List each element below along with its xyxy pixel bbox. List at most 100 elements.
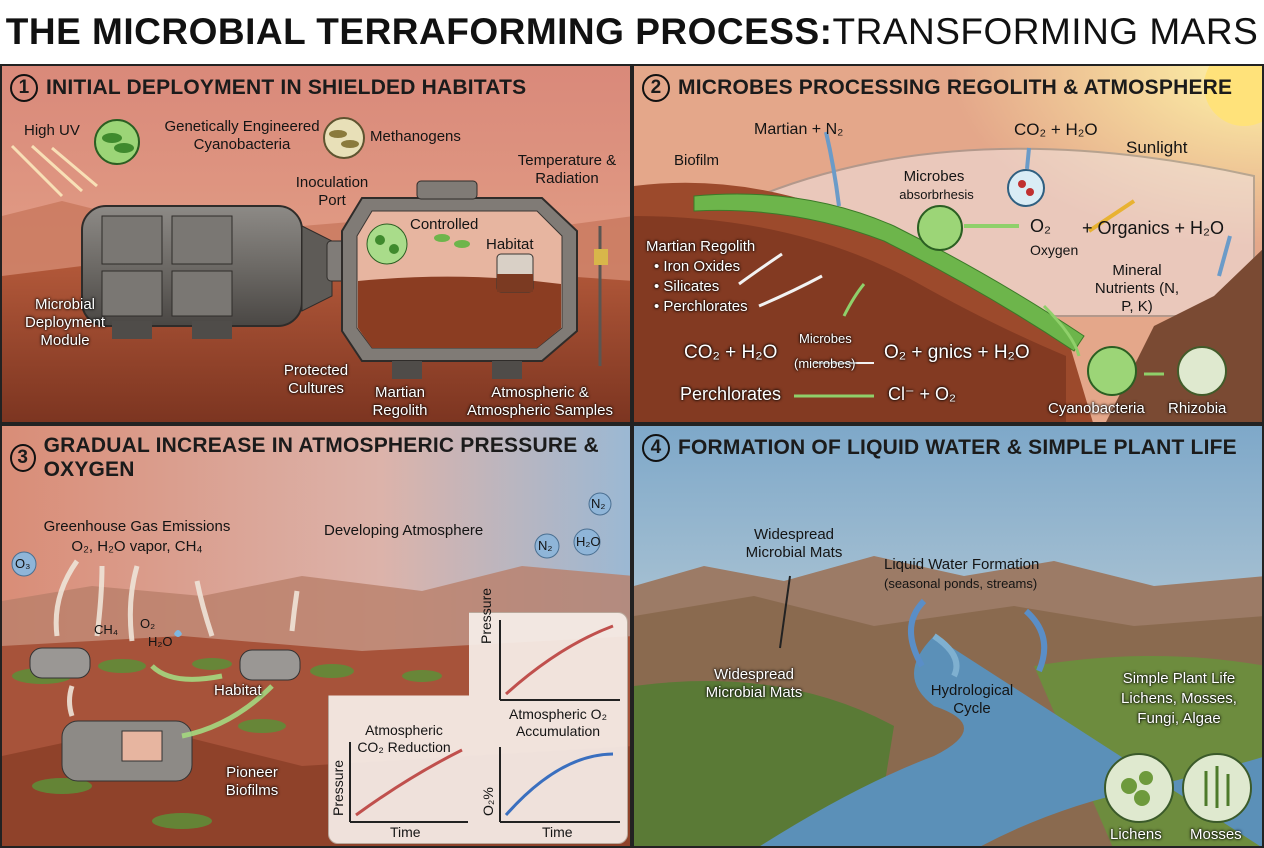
water-drop-icon bbox=[174, 630, 182, 637]
microbe-icon bbox=[917, 205, 963, 251]
panel1-number: 1 bbox=[10, 74, 38, 102]
high-uv-label: High UV bbox=[24, 122, 80, 139]
panel2-title: MICROBES PROCESSING REGOLITH & ATMOSPHER… bbox=[678, 76, 1233, 99]
equation1-bottom: (microbes) bbox=[794, 356, 856, 371]
charts-svg bbox=[349, 620, 620, 823]
rhizobia-circle-icon bbox=[1177, 346, 1227, 396]
panel2-heading: 2 MICROBES PROCESSING REGOLITH & ATMOSPH… bbox=[642, 74, 1232, 102]
panel2-number: 2 bbox=[642, 74, 670, 102]
cycle-arrow-right bbox=[1023, 608, 1048, 673]
methanogens-label: Methanogens bbox=[370, 128, 461, 145]
greenhouse-gases-label: O₂, H₂O vapor, CH₄ bbox=[71, 538, 203, 555]
main-title: THE MICROBIAL TERRAFORMING PROCESS: TRAN… bbox=[0, 0, 1264, 64]
o2-chart-xlabel: Time bbox=[542, 824, 573, 840]
o2-chart-ylabel: O₂% bbox=[480, 787, 496, 816]
co2-chart bbox=[349, 742, 468, 823]
co2-chart-xlabel: Time bbox=[390, 824, 421, 840]
oxygen-label: Oxygen bbox=[1030, 242, 1079, 258]
h2o-label: H₂O bbox=[148, 634, 173, 649]
pioneer-biofilms-label: Pioneer Biofilms bbox=[225, 764, 279, 799]
pressure-chart-ylabel: Pressure bbox=[478, 587, 494, 644]
microbial-mats-top-label: Widespread Microbial Mats bbox=[745, 526, 843, 561]
uv-rays bbox=[10, 144, 98, 198]
atmospheric-samples-label: Atmospheric & Atmospheric Samples bbox=[467, 384, 613, 419]
o2-label: O₂ bbox=[140, 616, 156, 631]
regolith-item-perchlorates: • Perchlorates bbox=[654, 298, 748, 315]
organics-label: + Organics + H₂O bbox=[1082, 218, 1225, 238]
temperature-label: Temperature & Radiation bbox=[517, 152, 617, 187]
hydrological-cycle-label: Hydrological Cycle bbox=[930, 682, 1014, 717]
bubble-n2-b-label: N₂ bbox=[591, 496, 606, 511]
microbe-cluster bbox=[366, 223, 470, 265]
water-formation-sub-label: (seasonal ponds, streams) bbox=[884, 576, 1038, 591]
panel-processing-regolith: 2 MICROBES PROCESSING REGOLITH & ATMOSPH… bbox=[632, 64, 1264, 424]
panel1-title: INITIAL DEPLOYMENT IN SHIELDED HABITATS bbox=[46, 76, 527, 99]
co2-series-line bbox=[355, 748, 463, 817]
co2-molecule-icon bbox=[1007, 169, 1045, 207]
panel3-title: GRADUAL INCREASE IN ATMOSPHERIC PRESSURE… bbox=[43, 434, 599, 481]
equation2-left: Perchlorates bbox=[680, 384, 782, 404]
controlled-label: Controlled bbox=[410, 216, 479, 233]
protected-cultures-label: Protected Cultures bbox=[283, 362, 349, 397]
equation1-left: CO₂ + H₂O bbox=[684, 342, 778, 363]
habitat-label: Habitat bbox=[486, 236, 534, 253]
biofilm-layer bbox=[693, 193, 1085, 352]
panel-atmospheric-increase: 3 GRADUAL INCREASE IN ATMOSPHERIC PRESSU… bbox=[0, 424, 632, 848]
bubble-h2o-label: H₂O bbox=[576, 534, 601, 549]
co2-h2o-label: CO₂ + H₂O bbox=[1014, 120, 1098, 139]
simple-plant-life-label: Simple Plant Life bbox=[1122, 670, 1236, 687]
bubble-n2-a-label: N₂ bbox=[538, 538, 553, 553]
pressure-series-line bbox=[504, 624, 614, 696]
equation1-right: O₂ + gnics + H₂O bbox=[884, 342, 1030, 363]
mineral-nutrients-label: Mineral Nutrients (N, P, K) bbox=[1094, 262, 1180, 315]
o2-chart-title: Atmospheric O₂ Accumulation bbox=[508, 706, 608, 739]
water-formation-label: Liquid Water Formation bbox=[884, 556, 1040, 573]
title-normal: TRANSFORMING MARS bbox=[832, 11, 1259, 52]
panel1-illustration bbox=[2, 66, 630, 422]
panel2-illustration bbox=[634, 66, 1262, 422]
greenhouse-label: Greenhouse Gas Emissions bbox=[43, 518, 231, 535]
microbial-mats-mid-label: Widespread Microbial Mats bbox=[705, 666, 803, 701]
cyanobacteria-circle-icon bbox=[1087, 346, 1137, 396]
deployment-module-label: Microbial Deployment Module bbox=[24, 296, 106, 349]
co2-chart-ylabel: Pressure bbox=[330, 759, 346, 816]
bubble-n2-b bbox=[588, 492, 612, 516]
title-bold: THE MICROBIAL TERRAFORMING PROCESS: bbox=[5, 11, 833, 52]
sun-icon bbox=[1204, 66, 1262, 126]
regolith-item-iron: • Iron Oxides bbox=[654, 258, 741, 275]
bubble-n2-a bbox=[534, 533, 560, 559]
habitat-label: Habitat bbox=[214, 682, 262, 699]
mosses-label: Mosses bbox=[1190, 826, 1242, 843]
deployment-module bbox=[81, 205, 333, 339]
developing-atmosphere-label: Developing Atmosphere bbox=[324, 522, 484, 539]
inoculation-port-label: Inoculation Port bbox=[295, 174, 369, 209]
lichens-label: Lichens bbox=[1110, 826, 1162, 843]
panel3-heading: 3 GRADUAL INCREASE IN ATMOSPHERIC PRESSU… bbox=[10, 434, 630, 482]
microbes-label: Microbes bbox=[903, 168, 965, 185]
bubble-o3 bbox=[11, 551, 37, 577]
martian-n2-label: Martian + N₂ bbox=[754, 121, 844, 138]
panel4-title: FORMATION OF LIQUID WATER & SIMPLE PLANT… bbox=[678, 436, 1237, 459]
lichens-icon bbox=[1104, 753, 1174, 823]
sunlight-label: Sunlight bbox=[1126, 138, 1188, 157]
o2-series-line bbox=[504, 752, 614, 816]
cyanobacteria-label: Cyanobacteria bbox=[1048, 400, 1145, 417]
regolith-item-silicates: • Silicates bbox=[654, 278, 720, 295]
martian-regolith-label: Martian Regolith bbox=[372, 384, 428, 419]
equation2-right: Cl⁻ + O₂ bbox=[888, 384, 957, 404]
plant-types-label: Lichens, Mosses, bbox=[1121, 690, 1237, 707]
panel4-illustration bbox=[634, 426, 1262, 846]
regolith-title-label: Martian Regolith bbox=[646, 238, 756, 255]
cycle-arrow-left bbox=[908, 598, 927, 668]
ch4-label: CH₄ bbox=[94, 622, 119, 637]
cyanobacteria-label: Genetically Engineered Cyanobacteria bbox=[164, 118, 320, 153]
bubble-o3-label: O₃ bbox=[15, 556, 31, 571]
habitat-small-left bbox=[29, 647, 91, 679]
plant-types-2-label: Fungi, Algae bbox=[1137, 710, 1221, 727]
equation1-top: Microbes bbox=[799, 331, 852, 346]
panel4-heading: 4 FORMATION OF LIQUID WATER & SIMPLE PLA… bbox=[642, 434, 1237, 462]
pressure-chart bbox=[499, 620, 620, 701]
co2-chart-title: Atmospheric CO₂ Reduction bbox=[357, 722, 451, 755]
biofilm-label: Biofilm bbox=[674, 152, 720, 169]
o2-label: O₂ bbox=[1030, 216, 1051, 236]
